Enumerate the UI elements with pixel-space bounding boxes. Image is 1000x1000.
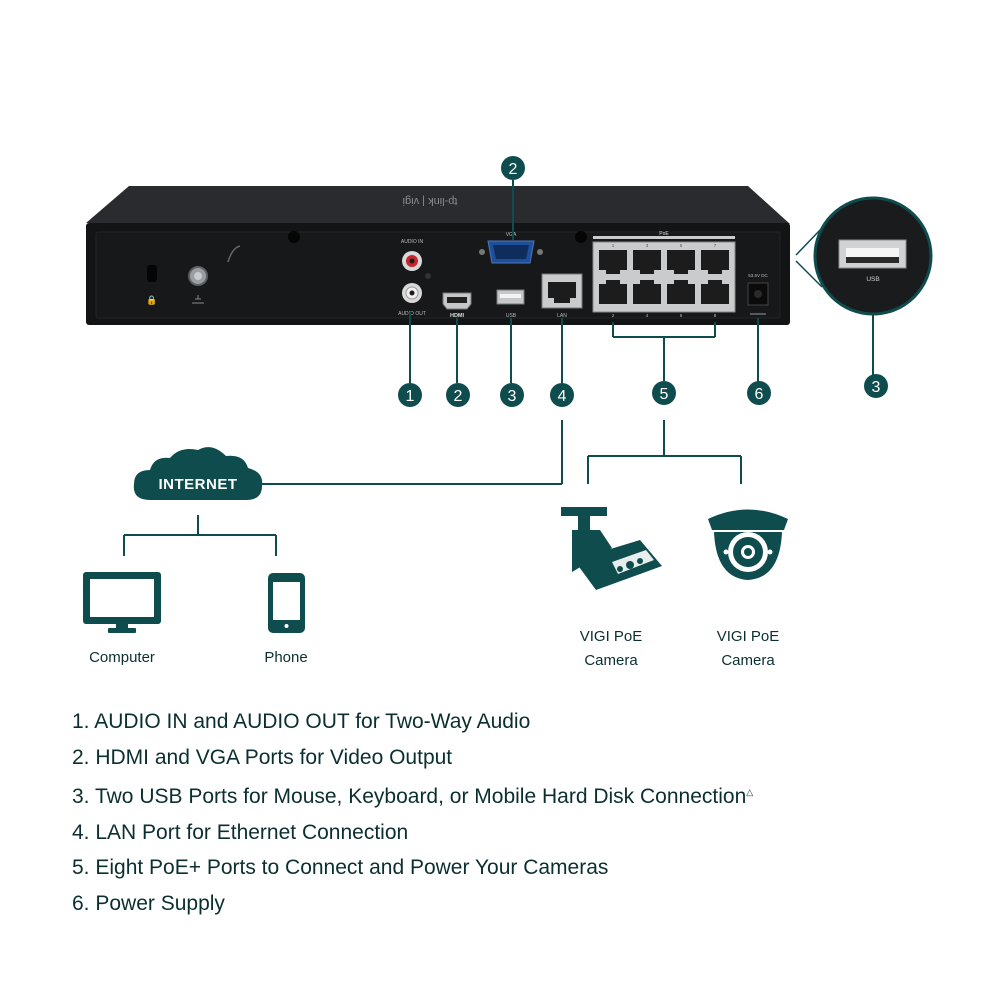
internet-cloud: INTERNET: [133, 447, 263, 500]
svg-text:8: 8: [714, 313, 717, 318]
feature-item-3: 3. Two USB Ports for Mouse, Keyboard, or…: [72, 785, 754, 808]
usb-label: USB: [506, 313, 517, 319]
svg-text:4: 4: [558, 388, 567, 405]
feature-list: 1. AUDIO IN and AUDIO OUT for Two-Way Au…: [72, 704, 753, 921]
device-top-surface: [86, 186, 790, 224]
phone-label: Phone: [264, 649, 307, 666]
callout-2: [446, 383, 470, 407]
svg-text:4: 4: [646, 313, 649, 318]
dc-label: 53.5V DC: [748, 273, 768, 278]
callout-3: [500, 383, 524, 407]
poe-label: PoE: [659, 231, 669, 237]
svg-text:5: 5: [660, 386, 669, 403]
vga-label: VGA: [506, 232, 517, 238]
svg-text:5: 5: [680, 243, 683, 248]
computer-icon: [83, 572, 161, 633]
svg-text:3: 3: [872, 379, 881, 396]
callout-3-zoom: [864, 374, 888, 398]
svg-text:1: 1: [406, 388, 415, 405]
callout-5: [652, 381, 676, 405]
phone-icon: [268, 573, 305, 633]
camera2-label-line2: Camera: [721, 652, 775, 669]
ground-icon: [192, 295, 204, 304]
feature-item-6: 6. Power Supply: [72, 891, 225, 915]
lan-label: LAN: [557, 313, 567, 319]
audio-out-label: AUDIO OUT: [398, 311, 426, 317]
camera2-label-line1: VIGI PoE: [717, 628, 780, 645]
callout-4: [550, 383, 574, 407]
turret-camera-icon: [708, 509, 788, 580]
kensington-lock-slot: [147, 265, 157, 282]
svg-text:3: 3: [508, 388, 517, 405]
feature-item-5: 5. Eight PoE+ Ports to Connect and Power…: [72, 856, 609, 879]
screw-hole: [575, 231, 587, 243]
leader-lines: [123, 180, 759, 556]
footnote-mark: △: [746, 787, 754, 797]
svg-text:2: 2: [612, 313, 615, 318]
audio-in-label: AUDIO IN: [401, 239, 424, 245]
svg-text:2: 2: [454, 388, 463, 405]
zoom-usb-label: USB: [866, 276, 879, 283]
bullet-camera-icon: [561, 507, 662, 590]
camera1-label-line1: VIGI PoE: [580, 628, 643, 645]
callout-badges: 2 1 2 3 4 5 6 3: [398, 156, 888, 407]
internet-label: INTERNET: [159, 476, 238, 493]
nvr-device: tp-link | vigi 🔒 AUDIO IN AUDIO OUT HDMI…: [86, 186, 790, 325]
nvr-connection-diagram: tp-link | vigi 🔒 AUDIO IN AUDIO OUT HDMI…: [83, 156, 933, 669]
device-logo: tp-link | vigi: [403, 195, 458, 207]
svg-text:2: 2: [509, 161, 518, 178]
screw-hole: [288, 231, 300, 243]
callout-2-top: [501, 156, 525, 180]
feature-item-2: 2. HDMI and VGA Ports for Video Output: [72, 745, 453, 769]
svg-text:6: 6: [680, 313, 683, 318]
poe-ports: [599, 250, 729, 304]
svg-text:1: 1: [612, 243, 615, 248]
svg-text:7: 7: [714, 243, 717, 248]
computer-label: Computer: [89, 649, 155, 666]
svg-text:6: 6: [755, 386, 764, 403]
callout-1: [398, 383, 422, 407]
camera1-label-line2: Camera: [584, 652, 638, 669]
hdmi-label: HDMI: [450, 313, 465, 319]
callout-6: [747, 381, 771, 405]
feature-item-4: 4. LAN Port for Ethernet Connection: [72, 820, 409, 844]
usb-zoom-callout: USB: [795, 196, 933, 375]
lock-icon: 🔒: [146, 295, 157, 305]
feature-item-1: 1. AUDIO IN and AUDIO OUT for Two-Way Au…: [72, 710, 531, 733]
svg-text:3: 3: [646, 243, 649, 248]
